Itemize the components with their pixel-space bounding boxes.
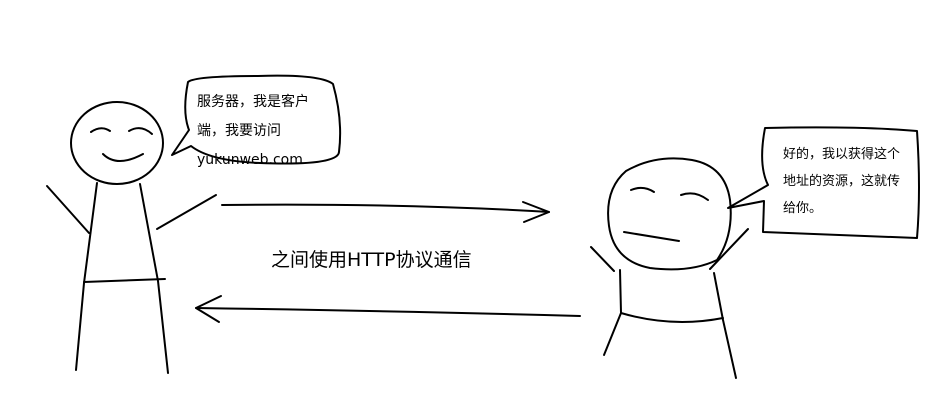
client-right-arm (156, 194, 217, 230)
protocol-label: 之间使用HTTP协议通信 (271, 249, 472, 271)
client-right-side (139, 183, 169, 374)
client-speech-bubble (171, 74, 342, 165)
server-left-side (603, 269, 622, 356)
server-right-arm (709, 228, 749, 270)
client-speech-line: yukunweb.com (197, 152, 303, 168)
server-speech-bubble (727, 126, 920, 239)
server-right-eye (680, 192, 709, 201)
client-speech-line: 端，我要访问 (197, 123, 281, 139)
server-figure (590, 157, 749, 379)
client-mouth (102, 153, 144, 162)
server-speech-line: 地址的资源，这就传 (783, 174, 901, 189)
server-speech-line: 给你。 (783, 201, 823, 216)
server-head (607, 157, 732, 271)
server-left-arm (590, 246, 615, 272)
client-speech-text: 服务器，我是客户 端，我要访问 yukunweb.com (197, 88, 327, 175)
server-speech-line: 好的，我以获得这个 (783, 147, 901, 162)
client-left-arm (46, 185, 90, 234)
client-left-side (75, 182, 98, 371)
server-left-eye (630, 186, 655, 193)
client-left-eye (90, 127, 111, 133)
request-arrow (221, 201, 550, 223)
server-waist (620, 312, 724, 323)
client-speech-line: 服务器，我是客户 (197, 94, 309, 110)
client-waist (83, 278, 166, 283)
server-speech-text: 好的，我以获得这个 地址的资源，这就传 给你。 (783, 141, 923, 222)
client-figure (46, 101, 217, 374)
server-mouth (623, 231, 680, 242)
client-head (70, 101, 164, 185)
client-right-eye (128, 127, 153, 135)
server-right-side (713, 272, 737, 379)
response-arrow (195, 295, 581, 323)
